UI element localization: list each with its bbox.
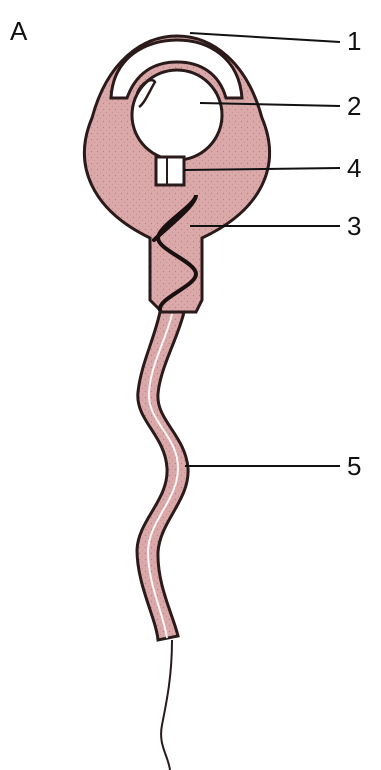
tail — [137, 312, 188, 640]
panel-letter: A — [10, 16, 28, 46]
label-2: 2 — [347, 91, 361, 121]
end-piece — [161, 640, 172, 770]
label-3: 3 — [347, 211, 361, 241]
label-1: 1 — [347, 26, 361, 56]
label-5: 5 — [347, 451, 361, 481]
label-4: 4 — [347, 153, 361, 183]
leader-line-1 — [190, 33, 340, 42]
centriole — [156, 157, 184, 185]
